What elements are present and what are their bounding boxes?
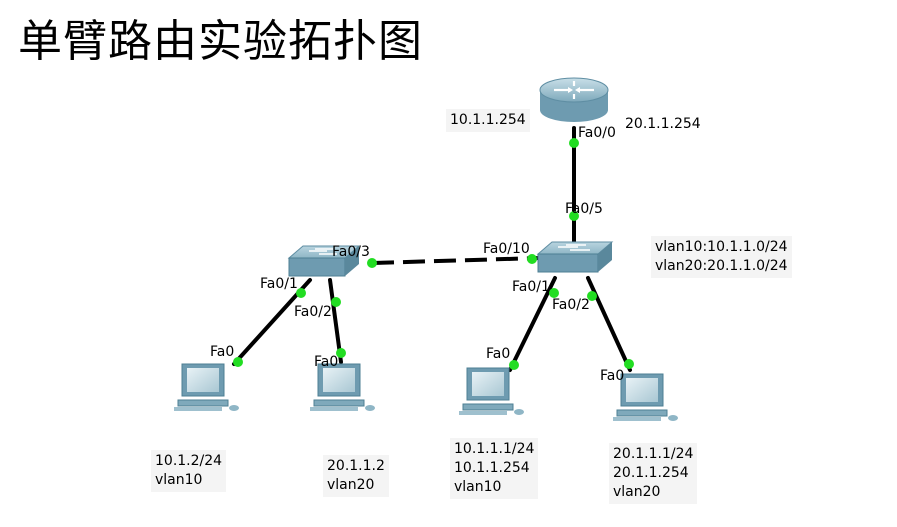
- label-router-fa00: Fa0/0: [578, 125, 616, 141]
- link-sub-pc2: [328, 278, 343, 364]
- pc4-info-line-3: vlan20: [613, 484, 661, 500]
- label-sub-fa03: Fa0/3: [332, 244, 370, 260]
- pc1-info-line-1: 10.1.2/24: [155, 453, 223, 469]
- pc3-info-line-2: 10.1.1.254: [454, 460, 530, 476]
- pc3-info-box: 10.1.1.1/24 10.1.1.254 vlan10: [450, 438, 539, 499]
- sub-switch-icon[interactable]: [287, 245, 361, 277]
- label-pc2-fa0: Fa0: [314, 354, 338, 370]
- router-left-ip: 10.1.1.254: [450, 112, 526, 128]
- router-right-ip: 20.1.1.254: [625, 116, 701, 132]
- pc1-icon[interactable]: [174, 363, 239, 411]
- port-dot-main-fa010: [527, 254, 537, 264]
- pc2-info-box: 20.1.1.2 vlan20: [323, 455, 389, 497]
- router-left-ip-box: 10.1.1.254: [446, 109, 530, 132]
- port-dot-pc2-fa0: [336, 348, 346, 358]
- port-dots: [233, 138, 634, 370]
- pc2-info-line-1: 20.1.1.2: [327, 458, 385, 474]
- link-switch-trunk: [371, 256, 541, 265]
- pc2-icon[interactable]: [310, 363, 375, 411]
- page-title: 单臂路由实验拓扑图: [18, 16, 423, 67]
- port-dot-main-fa05: [569, 211, 579, 221]
- port-dot-pc3-fa0: [509, 360, 519, 370]
- port-dot-main-fa01: [549, 288, 559, 298]
- vlan-info-line-2: vlan20:20.1.1.0/24: [655, 258, 788, 274]
- label-main-fa05: Fa0/5: [565, 201, 603, 217]
- label-sub-fa02: Fa0/2: [294, 304, 332, 320]
- port-dot-pc4-fa0: [624, 359, 634, 369]
- pc1-info-box: 10.1.2/24 vlan10: [151, 450, 227, 492]
- pc1-info-line-2: vlan10: [155, 472, 203, 488]
- pc4-info-line-2: 20.1.1.254: [613, 465, 689, 481]
- label-pc3-fa0: Fa0: [486, 346, 510, 362]
- port-dot-sub-fa03: [367, 258, 377, 268]
- router-icon[interactable]: [539, 77, 609, 122]
- pc4-icon[interactable]: [613, 373, 678, 421]
- pc3-info-line-3: vlan10: [454, 479, 502, 495]
- port-dot-sub-fa02: [331, 297, 341, 307]
- pc3-icon[interactable]: [459, 367, 524, 415]
- main-switch-icon[interactable]: [536, 241, 614, 273]
- pc4-info-box: 20.1.1.1/24 20.1.1.254 vlan20: [609, 443, 698, 504]
- label-pc1-fa0: Fa0: [210, 344, 234, 360]
- pc4-info-line-1: 20.1.1.1/24: [613, 446, 694, 462]
- pc2-info-line-2: vlan20: [327, 477, 375, 493]
- vlan-info-line-1: vlan10:10.1.1.0/24: [655, 239, 788, 255]
- port-dot-router-fa00: [569, 138, 579, 148]
- label-main-fa01: Fa0/1: [512, 279, 550, 295]
- router-right-ip-box: 20.1.1.254: [621, 113, 705, 136]
- port-dot-main-fa02: [587, 291, 597, 301]
- label-sub-fa01: Fa0/1: [260, 276, 298, 292]
- vlan-info-box: vlan10:10.1.1.0/24 vlan20:20.1.1.0/24: [651, 236, 792, 278]
- pc3-info-line-1: 10.1.1.1/24: [454, 441, 535, 457]
- link-main-pc3: [508, 276, 557, 372]
- port-dot-sub-fa01: [296, 288, 306, 298]
- label-pc4-fa0: Fa0: [600, 368, 624, 384]
- label-main-fa010: Fa0/10: [483, 241, 530, 257]
- port-dot-pc1-fa0: [233, 357, 243, 367]
- label-main-fa02: Fa0/2: [552, 297, 590, 313]
